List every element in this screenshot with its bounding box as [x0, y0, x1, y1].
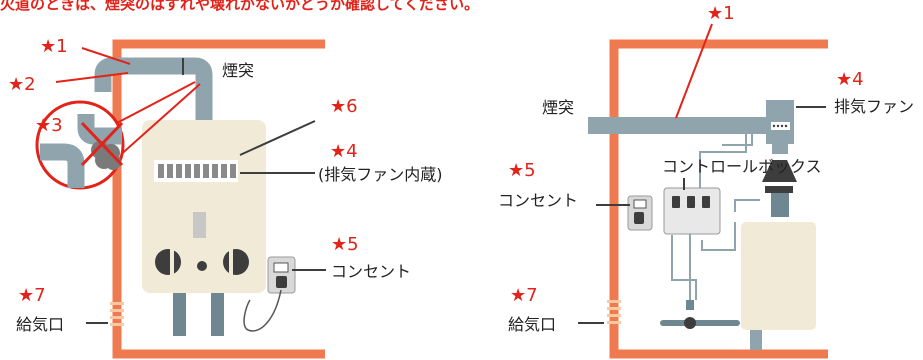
right-label-star7: ★7	[510, 285, 538, 306]
right-diagram: ★1 ★4 排気ファン 煙突 ★5 コンセント コントロールボックス ★7 給気…	[498, 3, 914, 359]
left-label-star3: ★3	[35, 115, 63, 136]
left-label-star2: ★2	[8, 74, 36, 95]
right-duct-hood	[762, 160, 797, 182]
right-label-chimney: 煙突	[542, 98, 574, 117]
right-leader-1	[675, 23, 713, 119]
right-ceiling-fan	[660, 300, 740, 329]
left-label-chimney: 煙突	[222, 61, 254, 80]
right-water-heater	[741, 222, 816, 330]
left-air-intake-vent	[110, 302, 124, 326]
header-instruction: 火道のときは、煙突のはずれや壊れがないかどうか確認してください。	[0, 0, 479, 13]
left-label-air-intake: 給気口	[16, 315, 64, 334]
left-label-star4: ★4	[330, 141, 358, 162]
left-label-outlet: コンセント	[331, 262, 411, 281]
right-control-box-switches	[672, 196, 710, 208]
left-label-star7: ★7	[18, 285, 46, 306]
left-leader-6	[239, 120, 316, 156]
right-outlet-socket	[633, 199, 647, 209]
right-label-star5: ★5	[508, 160, 536, 181]
right-wall	[609, 39, 828, 359]
left-diagram: ★1 ★2 ★3 煙突 ★6 ★4 (排気ファン内蔵) ★5 コンセント ★7 …	[8, 36, 443, 359]
left-label-star1: ★1	[40, 36, 68, 57]
left-wall	[112, 39, 325, 359]
left-heater-vent-slats	[158, 164, 236, 178]
left-power-cord	[243, 289, 282, 332]
left-magnifier	[35, 81, 201, 190]
left-leader-2	[55, 72, 129, 83]
left-leader-1	[81, 47, 131, 65]
left-label-star5: ★5	[331, 234, 359, 255]
left-heater-display	[193, 212, 206, 238]
left-label-fan-builtin: (排気ファン内蔵)	[318, 165, 443, 184]
left-chimney-pipe	[94, 57, 213, 120]
right-control-box	[663, 187, 721, 235]
right-label-air-intake: 給気口	[508, 315, 556, 334]
right-label-control-box: コントロールボックス	[662, 157, 822, 176]
left-heater-knobs	[155, 248, 249, 276]
right-exhaust-fan-grill	[771, 122, 790, 130]
right-air-intake-vent	[607, 300, 621, 324]
right-label-star1: ★1	[707, 3, 735, 24]
left-outlet-plug	[276, 276, 287, 288]
right-label-outlet: コンセント	[498, 191, 578, 210]
left-label-star6: ★6	[330, 96, 358, 117]
right-chimney-pipe	[588, 117, 776, 134]
right-outlet-plug	[634, 212, 644, 224]
left-outlet-socket	[273, 262, 289, 273]
right-label-star4: ★4	[836, 69, 864, 90]
left-heater-pipes	[173, 293, 224, 336]
right-label-exhaust-fan: 排気ファン	[834, 97, 914, 116]
